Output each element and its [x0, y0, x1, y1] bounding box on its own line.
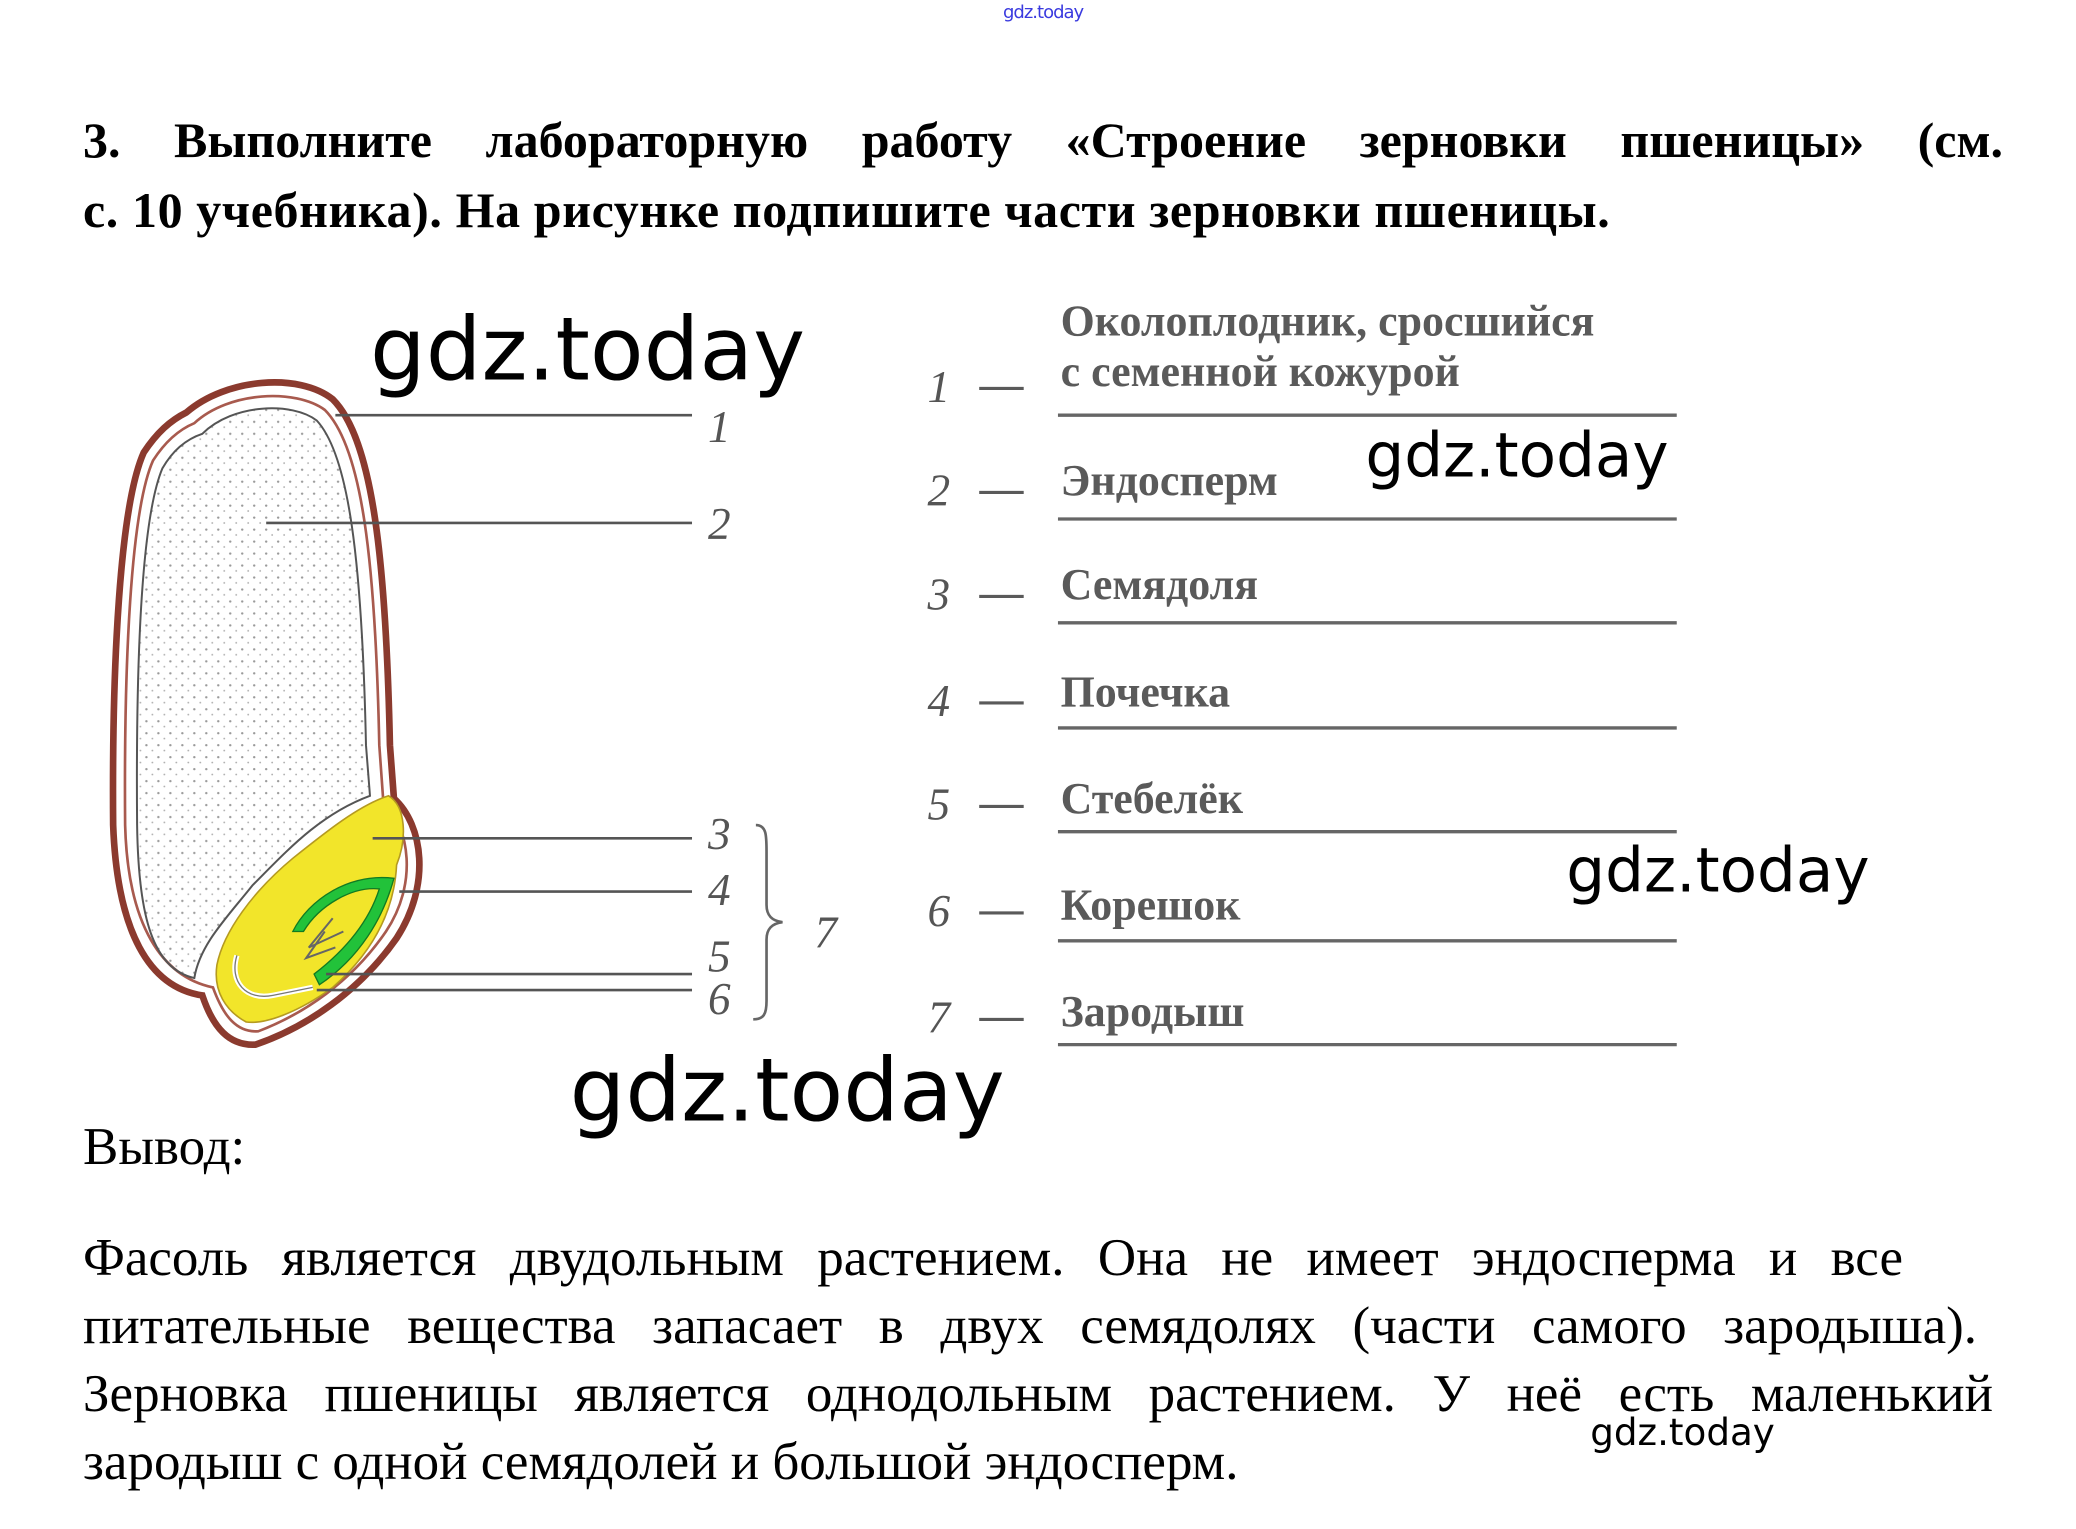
answer-number: 1 — [928, 362, 951, 412]
answer-item-5: 5 — Стебелёк — [928, 775, 1677, 834]
figure-label-7: 7 — [814, 907, 839, 957]
task-title-line-1: 3. Выполните лабораторную работу «Строен… — [83, 112, 2003, 168]
answer-text: Почечка — [1061, 669, 1231, 717]
answer-dash: — — [978, 886, 1024, 934]
conclusion-line-4: зародыш с одной семядолей и большой эндо… — [83, 1433, 1239, 1491]
bud — [291, 876, 395, 986]
answer-dash: — — [978, 569, 1024, 617]
answer-dash: — — [978, 779, 1024, 827]
watermark: gdz.today — [570, 1038, 1005, 1141]
answer-item-4: 4 — Почечка — [928, 669, 1677, 730]
watermark: gdz.today — [370, 297, 805, 400]
leader-lines — [266, 413, 693, 992]
answer-text: Корешок — [1061, 882, 1242, 930]
answer-number: 4 — [928, 676, 951, 726]
answer-dash: — — [978, 992, 1024, 1040]
answer-number: 7 — [928, 993, 953, 1043]
answer-text: Семядоля — [1061, 561, 1258, 609]
answer-text: Стебелёк — [1061, 775, 1244, 823]
answer-item-6: 6 — Корешок — [928, 882, 1677, 943]
answer-item-1: 1 — Околоплодник, сросшийся с семенной к… — [928, 297, 1677, 417]
answer-item-3: 3 — Семядоля — [927, 561, 1677, 625]
conclusion-line-1: Фасоль является двудольным растением. Он… — [83, 1229, 1903, 1287]
answer-text: Зародыш — [1061, 988, 1245, 1036]
answer-list: 1 — Околоплодник, сросшийся с семенной к… — [927, 297, 1677, 1047]
watermark: gdz.today — [1590, 1410, 1775, 1454]
figure-label-5: 5 — [708, 931, 731, 981]
answer-dash: — — [978, 465, 1024, 513]
conclusion-line-2: питательные вещества запасает в двух сем… — [83, 1297, 1977, 1355]
figure-label-6: 6 — [708, 974, 731, 1024]
answer-number: 6 — [928, 886, 951, 936]
answer-item-7: 7 — Зародыш — [928, 988, 1677, 1047]
watermark: gdz.today — [1365, 420, 1668, 491]
answer-number: 3 — [927, 569, 951, 619]
embryo-brace — [753, 823, 783, 1021]
figure-label-4: 4 — [708, 865, 731, 915]
answer-text-line-2: с семенной кожурой — [1061, 348, 1460, 396]
answer-number: 2 — [928, 466, 951, 516]
figure-label-2: 2 — [708, 499, 731, 549]
answer-number: 5 — [928, 780, 951, 830]
answer-text-line-1: Околоплодник, сросшийся — [1061, 297, 1595, 345]
figure-label-3: 3 — [707, 809, 731, 859]
answer-item-2: 2 — Эндосперм — [928, 457, 1677, 521]
answer-text: Эндосперм — [1061, 457, 1278, 505]
conclusion-line-3: Зерновка пшеницы является однодольным ра… — [83, 1365, 1993, 1423]
task-title-line-2: с. 10 учебника). На рисунке подпишите ча… — [83, 182, 1611, 238]
endosperm — [135, 407, 372, 980]
answer-dash: — — [978, 361, 1024, 409]
top-watermark: gdz.today — [1003, 2, 1084, 23]
conclusion-label: Вывод: — [83, 1118, 246, 1176]
figure-label-1: 1 — [708, 402, 731, 452]
answer-dash: — — [978, 675, 1024, 723]
watermark: gdz.today — [1566, 836, 1869, 907]
